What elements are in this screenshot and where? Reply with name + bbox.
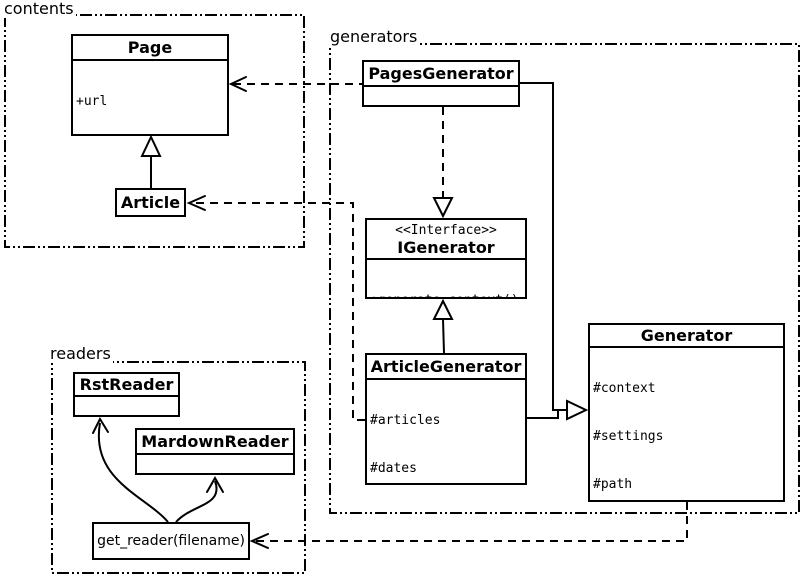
class-pagesgenerator: PagesGenerator #pages: [362, 60, 520, 107]
class-mardownreader-methods: +read(): [137, 453, 293, 473]
attribute: #dates: [370, 461, 417, 476]
attribute: #articles: [370, 413, 441, 428]
edge-getreader-rstreader: [92, 416, 169, 523]
inheritance-triangle-icon: [140, 134, 162, 157]
open-arrowhead-icon: [186, 195, 206, 211]
realization-triangle-icon: [432, 197, 454, 219]
class-page-title: Page: [127, 38, 173, 57]
open-arrowhead-icon: [249, 533, 269, 549]
attribute: +url: [76, 94, 108, 109]
readers-package-border: [51, 361, 306, 574]
class-mardownreader-title: MardownReader: [141, 432, 289, 451]
class-igenerator-stereotype: <<Interface>>: [395, 223, 497, 238]
class-rstreader: RstReader +read(): [73, 372, 180, 417]
edge-getreader-mardownreader: [175, 475, 224, 523]
class-igenerator-methods: +generate_context() +generate_output(): [367, 258, 525, 297]
class-rstreader-methods: +read(): [75, 395, 178, 415]
generators-package-label: generators: [328, 27, 420, 46]
package-borders: [4, 14, 800, 574]
attribute: #settings: [593, 429, 664, 444]
edge-articlegenerator-article-dependency: [186, 195, 365, 421]
class-articlegenerator-attributes: #articles #dates #tags #categories: [367, 378, 525, 483]
contents-package-border: [4, 14, 305, 248]
inheritance-triangle-icon: [566, 399, 589, 421]
class-pagesgenerator-title: PagesGenerator: [368, 64, 514, 83]
class-page-attributes: +url +slug +summary: [73, 59, 227, 134]
class-generator-title: Generator: [640, 326, 733, 345]
class-articlegenerator-title: ArticleGenerator: [370, 357, 522, 376]
readers-package-label: readers: [48, 344, 113, 363]
contents-package-label: contents: [2, 0, 76, 18]
edge-generator-getreader-dependency: [249, 502, 688, 549]
class-page: Page +url +slug +summary +check_properti…: [71, 34, 229, 136]
attribute: #path: [593, 477, 633, 492]
open-arrowhead-icon: [228, 76, 247, 92]
get-reader-box: get_reader(filename): [92, 522, 250, 560]
edge-generators-generator-inheritance: [520, 82, 589, 421]
class-rstreader-title: RstReader: [79, 375, 174, 394]
class-article-title: Article: [120, 193, 181, 212]
edge-articlegenerator-igenerator-inheritance: [432, 298, 454, 354]
class-mardownreader: MardownReader +read(): [135, 428, 295, 475]
generators-package-border: [329, 43, 800, 514]
class-generator: Generator #context #settings #path #them…: [588, 323, 785, 502]
edge-pagesgenerator-igenerator-realization: [432, 107, 454, 219]
method: +generate_context(): [370, 293, 522, 297]
class-articlegenerator: ArticleGenerator #articles #dates #tags …: [365, 353, 527, 485]
class-igenerator-name: IGenerator: [397, 238, 495, 257]
class-pagesgenerator-attributes: #pages: [364, 85, 518, 105]
open-arrowhead-icon: [206, 475, 224, 493]
class-igenerator-title: <<Interface>> IGenerator: [367, 220, 525, 258]
class-generator-attributes: #context #settings #path #theme #output_…: [590, 346, 783, 500]
class-article: Article: [115, 188, 186, 217]
inheritance-triangle-icon: [432, 298, 454, 320]
edge-article-page-inheritance: [140, 134, 162, 188]
class-igenerator: <<Interface>> IGenerator +generate_conte…: [365, 218, 527, 299]
attribute: #context: [593, 381, 656, 396]
open-arrowhead-icon: [92, 416, 109, 434]
edge-pagesgenerator-page-dependency: [228, 76, 362, 92]
